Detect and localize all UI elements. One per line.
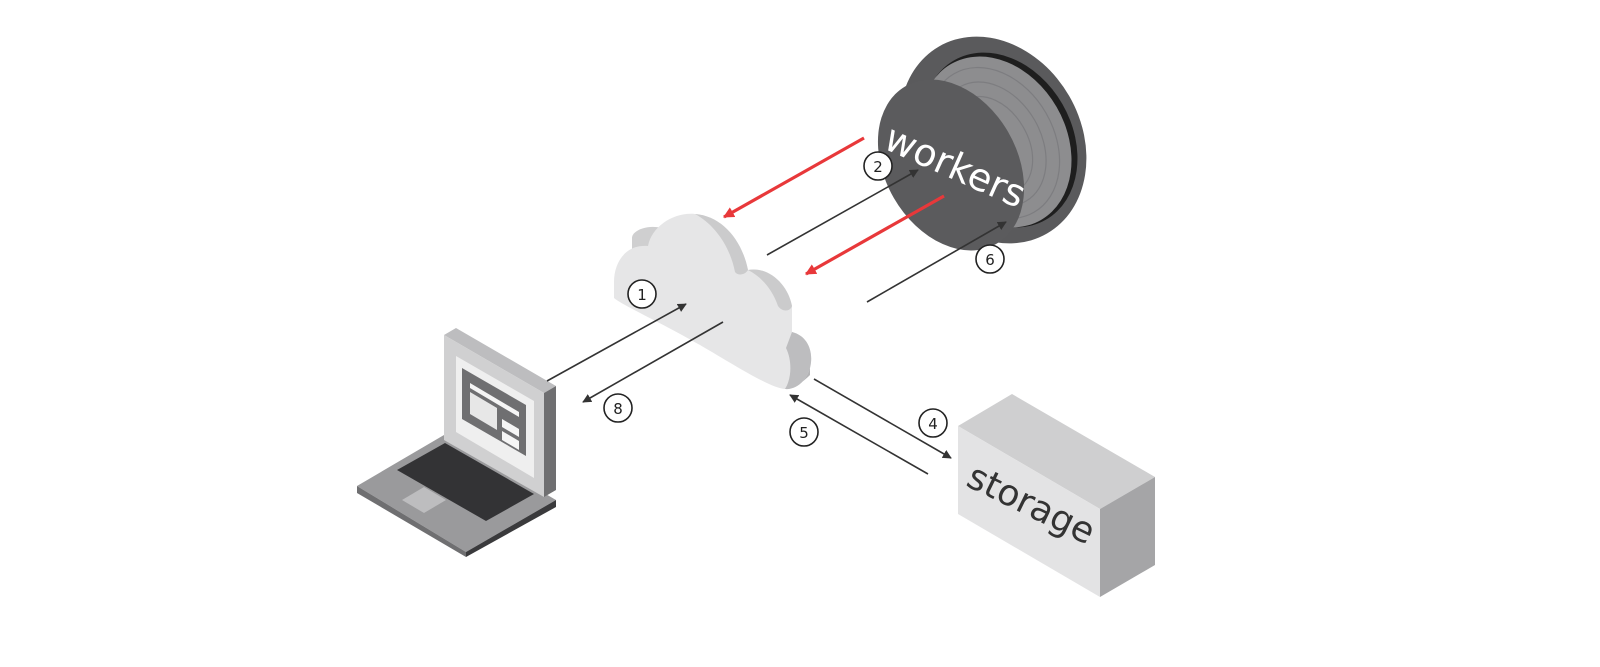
laptop-icon xyxy=(357,328,556,557)
step-label-3: 3 xyxy=(835,275,845,293)
storage-box-icon: storage xyxy=(958,394,1155,597)
step-label-5: 5 xyxy=(799,424,809,442)
step-marker-7: 7 xyxy=(729,169,757,197)
step-marker-2: 2 xyxy=(863,151,893,181)
arrow-step-5 xyxy=(789,394,929,475)
arrow-step-3 xyxy=(805,194,945,276)
workers-disk-icon: workers xyxy=(877,36,1087,251)
step-label-4: 4 xyxy=(928,415,938,433)
flow-arrows xyxy=(546,136,1007,475)
arrow-step-2 xyxy=(766,169,919,256)
arrow-step-4 xyxy=(813,378,952,459)
step-label-1: 1 xyxy=(637,286,647,304)
step-label-2: 2 xyxy=(873,158,883,176)
arrow-step-6 xyxy=(866,221,1007,303)
arrow-step-8 xyxy=(582,321,724,403)
step-label-6: 6 xyxy=(985,251,995,269)
step-marker-8: 8 xyxy=(603,393,633,423)
step-marker-5: 5 xyxy=(789,417,819,447)
step-label-7: 7 xyxy=(738,175,748,193)
step-label-8: 8 xyxy=(613,400,623,418)
step-marker-3: 3 xyxy=(826,269,854,297)
step-marker-4: 4 xyxy=(918,408,948,438)
arrow-step-1 xyxy=(546,303,687,382)
arrow-step-7 xyxy=(723,136,865,219)
step-marker-6: 6 xyxy=(975,244,1005,274)
step-marker-1: 1 xyxy=(627,279,657,309)
